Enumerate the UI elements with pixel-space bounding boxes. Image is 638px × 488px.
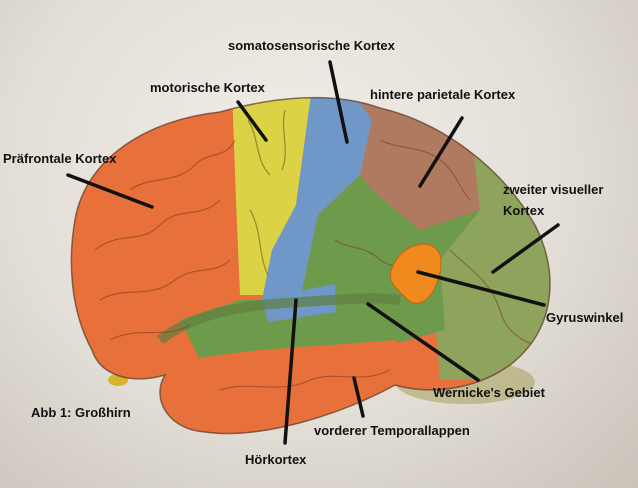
anterior-temporal-region	[165, 340, 420, 434]
label-motor: motorische Kortex	[150, 80, 265, 95]
leader-line-auditory	[283, 298, 298, 445]
label-angular-gyrus: Gyruswinkel	[546, 310, 624, 325]
leader-line-posterior-parietal	[418, 116, 464, 188]
motor-cortex-region	[232, 97, 312, 295]
leader-line-angular-gyrus	[416, 270, 546, 307]
leader-line-secondary-visual	[491, 223, 560, 274]
motor-gyri-texture	[247, 109, 286, 276]
label-wernicke: Wernicke's Gebiet	[433, 385, 545, 400]
somatosensory-cortex-region	[262, 97, 372, 300]
leader-line-somatosensory	[328, 60, 349, 144]
label-prefrontal: Präfrontale Kortex	[3, 151, 117, 166]
label-anterior-temporal: vorderer Temporallappen	[314, 423, 470, 438]
label-posterior-parietal: hintere parietale Kortex	[370, 87, 516, 102]
label-secondary-visual-line1: zweiter visueller	[503, 182, 604, 197]
lateral-sulcus	[157, 293, 401, 345]
label-secondary-visual-line2: Kortex	[503, 203, 545, 218]
leader-line-motor	[236, 100, 268, 142]
brain-outline	[70, 96, 551, 435]
label-auditory: Hörkortex	[245, 452, 307, 467]
label-somatosensory: somatosensorische Kortex	[228, 38, 395, 53]
figure-caption: Abb 1: Großhirn	[31, 405, 131, 420]
leader-line-anterior-temporal	[352, 376, 365, 418]
leader-line-prefrontal	[66, 173, 154, 209]
wernicke-area-region	[180, 175, 480, 360]
leader-line-wernicke	[366, 302, 480, 382]
angular-gyrus-region	[390, 243, 442, 304]
